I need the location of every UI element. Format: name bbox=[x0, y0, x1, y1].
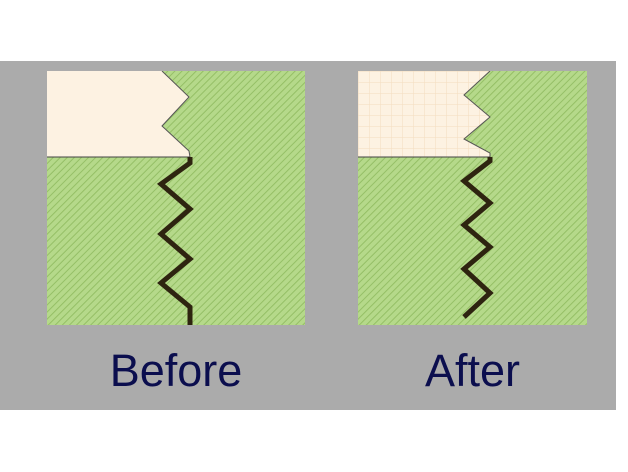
before-diagram-graphic bbox=[47, 71, 305, 325]
before-label: Before bbox=[109, 345, 243, 396]
after-label: After bbox=[424, 345, 521, 396]
after-diagram-graphic bbox=[358, 71, 587, 325]
thread-zigzag bbox=[156, 157, 194, 325]
upper-teeth-outline bbox=[161, 71, 191, 158]
before-diagram bbox=[47, 71, 305, 325]
thread-zigzag bbox=[460, 157, 494, 319]
cream-block bbox=[47, 71, 190, 157]
gridded-block bbox=[358, 71, 490, 157]
upper-teeth-outline bbox=[463, 71, 491, 157]
after-diagram bbox=[358, 71, 587, 325]
